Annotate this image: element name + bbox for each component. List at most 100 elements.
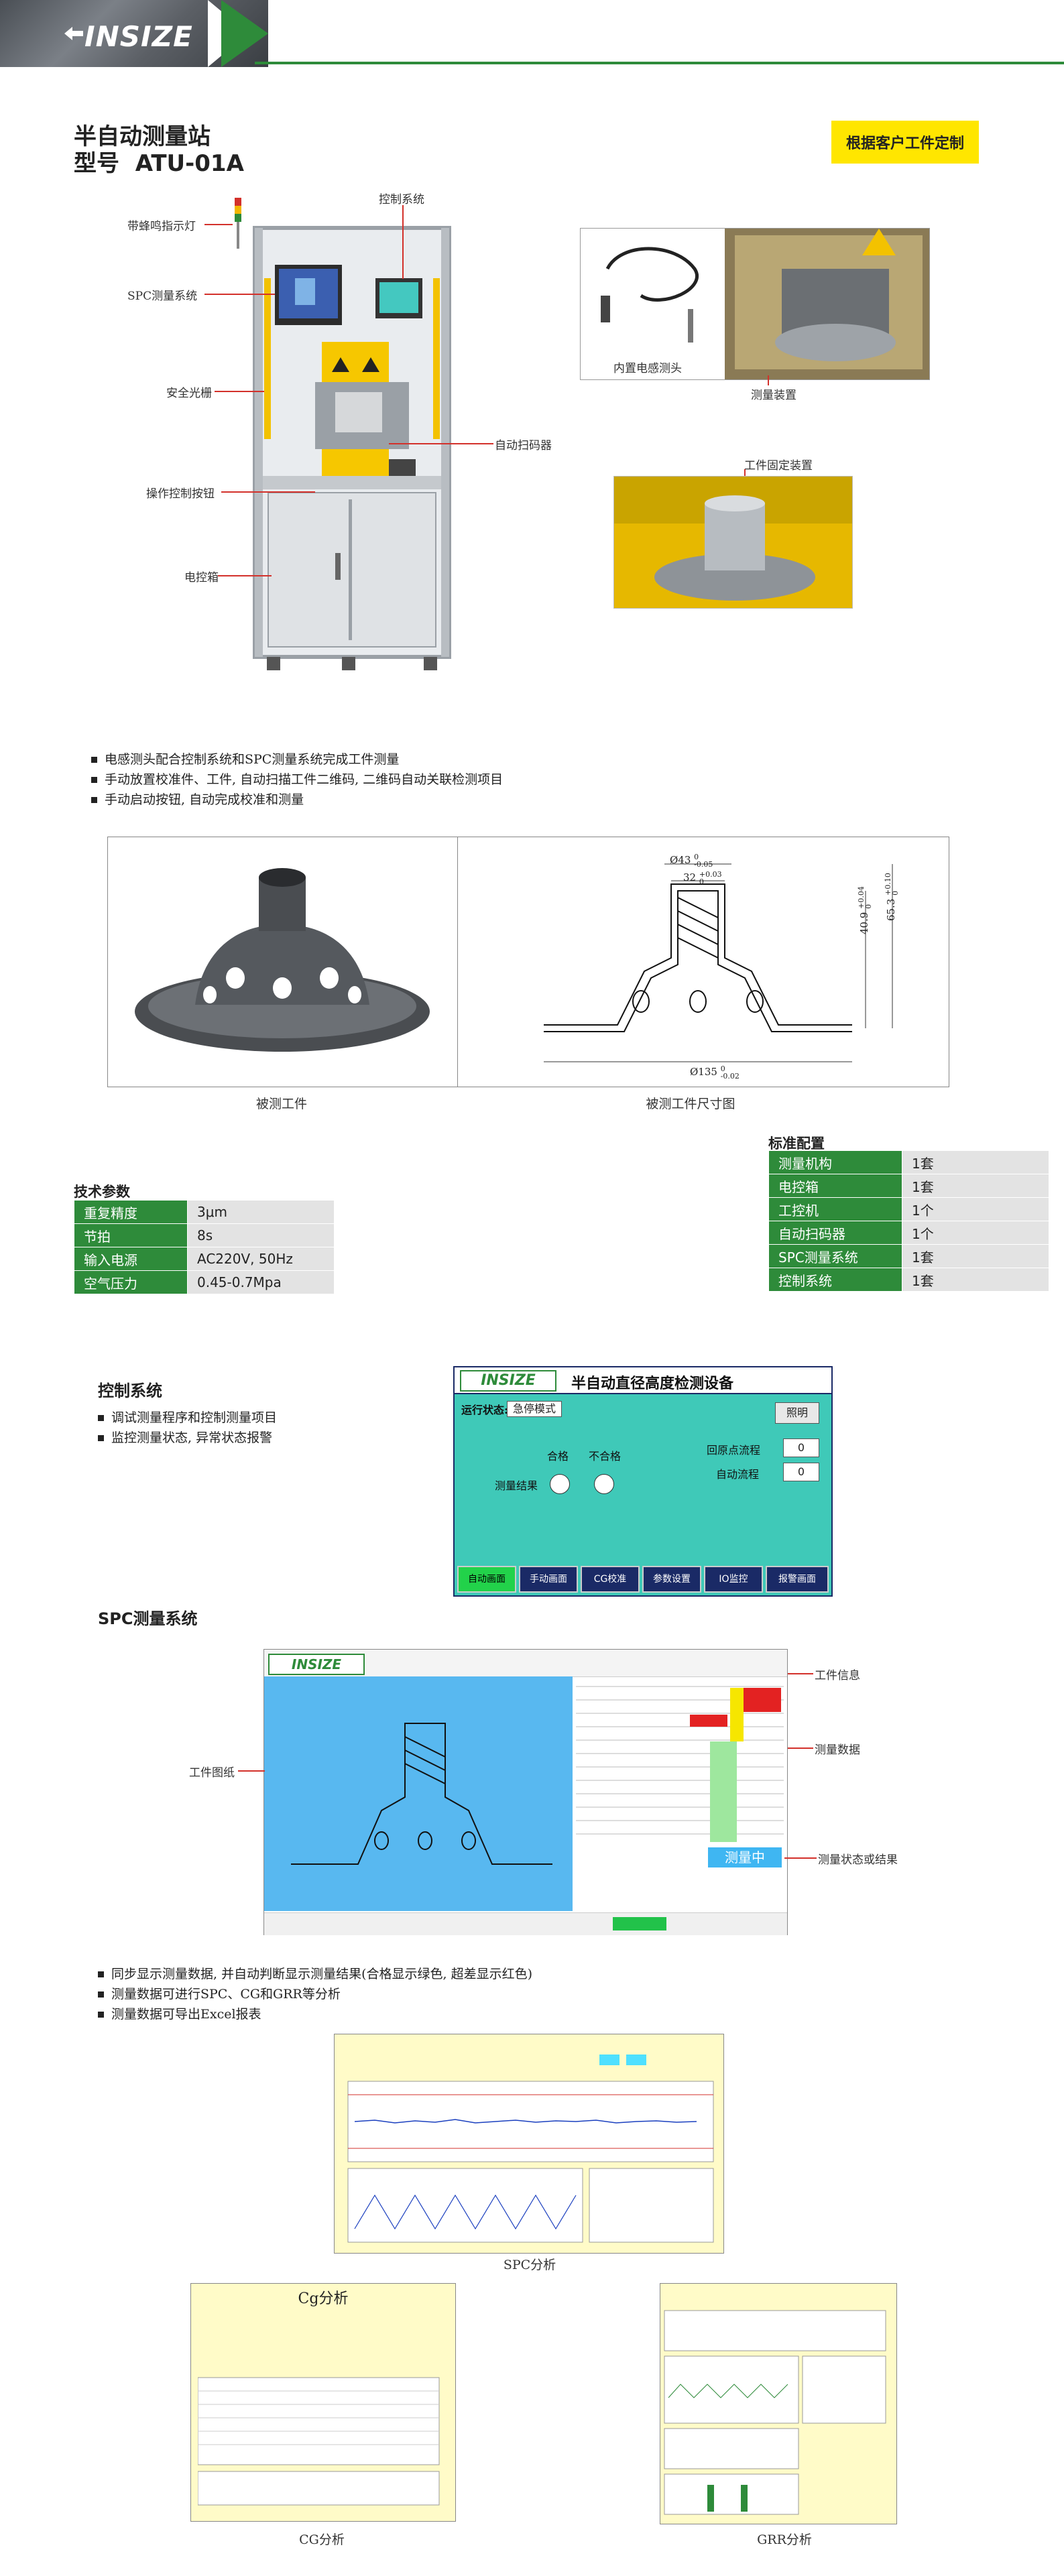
auto-value: 0 [783, 1463, 819, 1481]
spc-analysis-screen [334, 2034, 724, 2254]
label-device: 测量装置 [751, 389, 796, 402]
caption-spc-analysis: SPC分析 [503, 2258, 556, 2272]
config-key: 控制系统 [768, 1268, 902, 1292]
col-ok-label: 合格 [547, 1450, 569, 1463]
param-key: 空气压力 [74, 1270, 188, 1294]
label-buttons: 操作控制按钮 [146, 487, 215, 501]
spc-data-table [576, 1680, 784, 1847]
cg-analysis-screen: Cg分析 [190, 2283, 456, 2522]
tab-auto[interactable]: 自动画面 [457, 1566, 516, 1593]
run-state-label: 运行状态: [461, 1404, 508, 1416]
dim-d135-value: Ø135 [690, 1066, 717, 1078]
leader-fixture [744, 469, 746, 479]
tech-params-title: 技术参数 [74, 1184, 130, 1200]
leader-scanner [389, 443, 493, 444]
label-fixture: 工件固定装置 [744, 459, 813, 473]
ok-indicator [550, 1474, 570, 1494]
leader-drawing [238, 1770, 265, 1772]
label-probe: 内置电感测头 [613, 362, 682, 375]
panel-logo: INSIZE [460, 1370, 556, 1392]
intro-bullet: 手动启动按钮, 自动完成校准和测量 [91, 790, 503, 810]
auto-label: 自动流程 [716, 1468, 760, 1481]
dim-d32-tol-dn: 0 [699, 877, 704, 886]
page-title: 半自动测量站 [74, 123, 211, 150]
header-chevron-green [221, 0, 268, 67]
param-key: 重复精度 [74, 1200, 188, 1224]
row-result-label: 测量结果 [495, 1479, 538, 1492]
label-spc: SPC测量系统 [127, 290, 198, 303]
param-value: 3μm [187, 1200, 335, 1224]
label-data: 测量数据 [815, 1743, 860, 1757]
dim-d43-tol-up: 0 [694, 853, 699, 861]
param-value: 8s [187, 1223, 335, 1247]
leader-info [788, 1673, 813, 1674]
grr-analysis-chart [664, 2310, 886, 2515]
dim-d32-value: 32 [683, 871, 697, 883]
model-number: ATU-01A [135, 150, 244, 177]
tab-params[interactable]: 参数设置 [642, 1566, 701, 1593]
light-button[interactable]: 照明 [775, 1402, 819, 1424]
dim-h65-tol-dn: 0 [891, 890, 900, 896]
spc-start-button[interactable] [613, 1917, 666, 1930]
leader-device [768, 375, 769, 385]
control-bullets: 调试测量程序和控制测量项目 监控测量状态, 异常状态报警 [98, 1408, 277, 1448]
probe-device-photo [580, 228, 930, 380]
spc-bullet: 测量数据可进行SPC、CG和GRR等分析 [98, 1984, 532, 2004]
label-lamp: 带蜂鸣指示灯 [127, 220, 196, 233]
tab-alarm[interactable]: 报警画面 [766, 1566, 829, 1593]
dim-h40-tol-dn: 0 [864, 904, 873, 909]
machine-illustration [235, 191, 456, 687]
dim-d135-tol-dn: -0.02 [720, 1072, 740, 1081]
config-value: 1个 [902, 1197, 1049, 1221]
spc-section-title: SPC测量系统 [98, 1609, 198, 1628]
spc-bullets: 同步显示测量数据, 并自动判断显示测量结果(合格显示绿色, 超差显示红色) 测量… [98, 1964, 532, 2024]
spc-status: 测量中 [708, 1847, 782, 1867]
ng-indicator [594, 1474, 614, 1494]
tab-io[interactable]: IO监控 [704, 1566, 763, 1593]
page-header: INSIZE [0, 0, 1064, 67]
intro-bullet: 手动放置校准件、工件, 自动扫描工件二维码, 二维码自动关联检测项目 [91, 770, 503, 790]
label-drawing: 工件图纸 [189, 1766, 235, 1780]
model-line: 型号 ATU-01A [74, 145, 244, 178]
intro-bullets: 电感测头配合控制系统和SPC测量系统完成工件测量 手动放置校准件、工件, 自动扫… [91, 749, 503, 810]
config-key: SPC测量系统 [768, 1244, 902, 1268]
leader-control [402, 205, 404, 279]
param-value: AC220V, 50Hz [187, 1247, 335, 1271]
tab-manual[interactable]: 手动画面 [519, 1566, 578, 1593]
dim-h65-value: 65.3 [885, 898, 897, 921]
label-cabinet: 电控箱 [184, 571, 219, 585]
cg-table-graphic [198, 2377, 440, 2506]
control-bullet: 监控测量状态, 异常状态报警 [98, 1428, 277, 1448]
dim-d32-tol-up: +0.03 [699, 870, 722, 879]
config-key: 工控机 [768, 1197, 902, 1221]
panel-title: 半自动直径高度检测设备 [571, 1375, 734, 1392]
caption-cg-analysis: CG分析 [299, 2532, 345, 2547]
tab-cg[interactable]: CG校准 [581, 1566, 640, 1593]
config-key: 电控箱 [768, 1174, 902, 1198]
dim-h40-value: 40.9 [858, 912, 870, 934]
leader-light-curtain [215, 391, 264, 392]
run-state-value: 急停模式 [507, 1401, 562, 1417]
caption-workpiece: 被测工件 [255, 1097, 307, 1111]
config-value: 1个 [902, 1221, 1049, 1245]
label-status: 测量状态或结果 [818, 1853, 898, 1867]
label-light-curtain: 安全光栅 [166, 387, 212, 400]
spc-data-grid [576, 1686, 784, 1842]
leader-spc [204, 294, 275, 295]
dim-d43-tol-dn: -0.05 [694, 860, 713, 869]
header-rule [255, 62, 1064, 64]
spc-topbar: INSIZE [264, 1650, 787, 1677]
fixture-illustration [614, 477, 852, 608]
caption-workpiece-drawing: 被测工件尺寸图 [646, 1097, 735, 1111]
cg-title: Cg分析 [298, 2290, 349, 2307]
brand-logo: INSIZE [84, 20, 193, 53]
leader-lamp [204, 224, 233, 225]
